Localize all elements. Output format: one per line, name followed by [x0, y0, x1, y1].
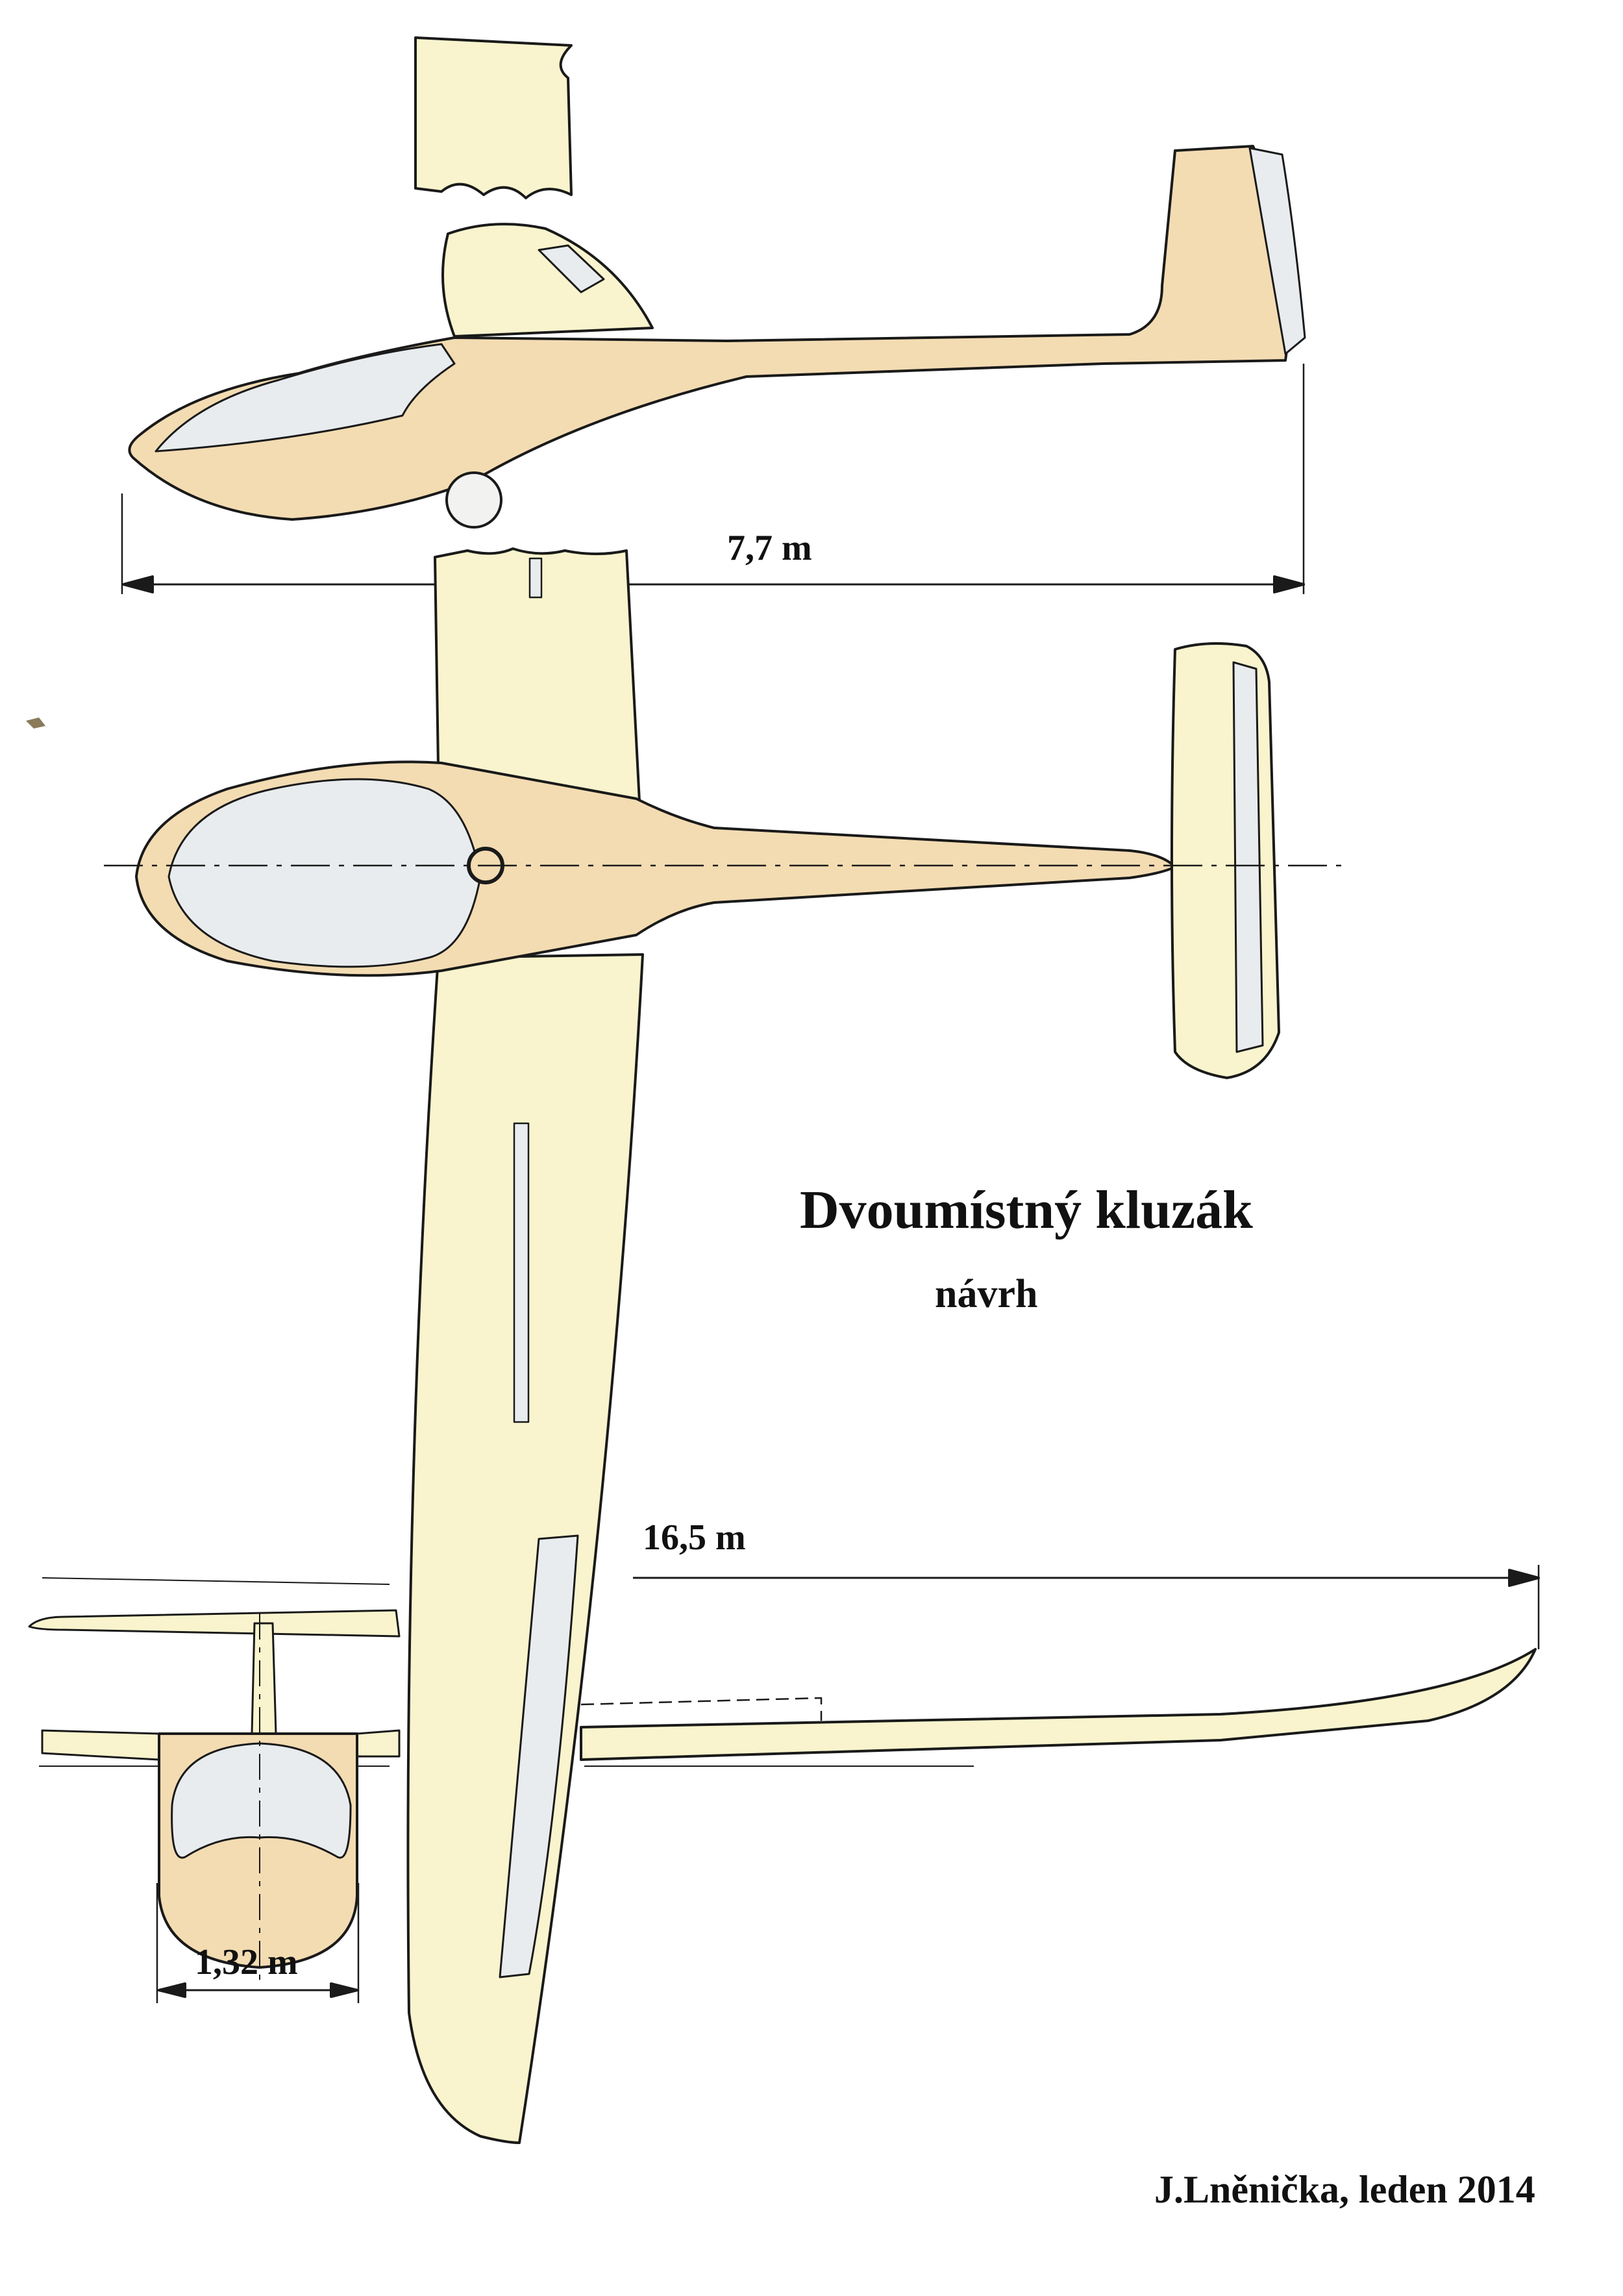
side-view — [121, 36, 1306, 594]
front-view-right-wing-stub — [356, 1729, 401, 1758]
side-view-wheel — [445, 471, 502, 529]
top-view-airbrake — [513, 1122, 530, 1423]
author-signature: J.Lněnička, leden 2014 — [1154, 2168, 1535, 2211]
front-view-fin — [251, 1622, 277, 1735]
wingspan-label: 16,5 m — [643, 1517, 746, 1558]
top-view-elevator — [1232, 661, 1264, 1053]
side-view-canopy — [155, 343, 456, 453]
fuselage-width-label: 1,32 m — [195, 1942, 298, 1982]
side-view-root-window — [538, 244, 605, 293]
front-view-canopy — [171, 1742, 352, 1859]
width-arrow-right — [330, 1982, 358, 1998]
front-view — [28, 1565, 1540, 2003]
front-view-ref-line-1 — [42, 1577, 390, 1585]
top-view-aileron — [499, 1534, 579, 1978]
front-view-spoiler-outline — [580, 1697, 823, 1721]
front-view-right-wing — [580, 1648, 1537, 1761]
fuselage-length-label: 7,7 m — [727, 528, 812, 568]
width-arrow-left — [158, 1982, 186, 1998]
top-view — [104, 547, 1344, 2144]
top-view-upper-wing — [434, 547, 641, 803]
length-arrow-left — [122, 575, 154, 593]
drawing-title: Dvoumístný kluzák — [800, 1180, 1253, 1240]
span-arrow-right — [1508, 1569, 1540, 1587]
drawing-subtitle: návrh — [935, 1272, 1038, 1316]
top-view-lower-wing — [406, 953, 644, 2144]
side-view-wing-root — [441, 223, 654, 338]
side-view-fuselage — [128, 145, 1293, 521]
ink-spot — [26, 718, 45, 729]
front-view-left-wing — [41, 1729, 160, 1761]
side-view-wing-section — [414, 36, 573, 199]
front-view-tailplane — [28, 1609, 401, 1638]
side-view-rudder — [1248, 147, 1306, 355]
length-arrow-right — [1273, 575, 1305, 593]
top-view-upper-spoiler — [528, 557, 543, 599]
